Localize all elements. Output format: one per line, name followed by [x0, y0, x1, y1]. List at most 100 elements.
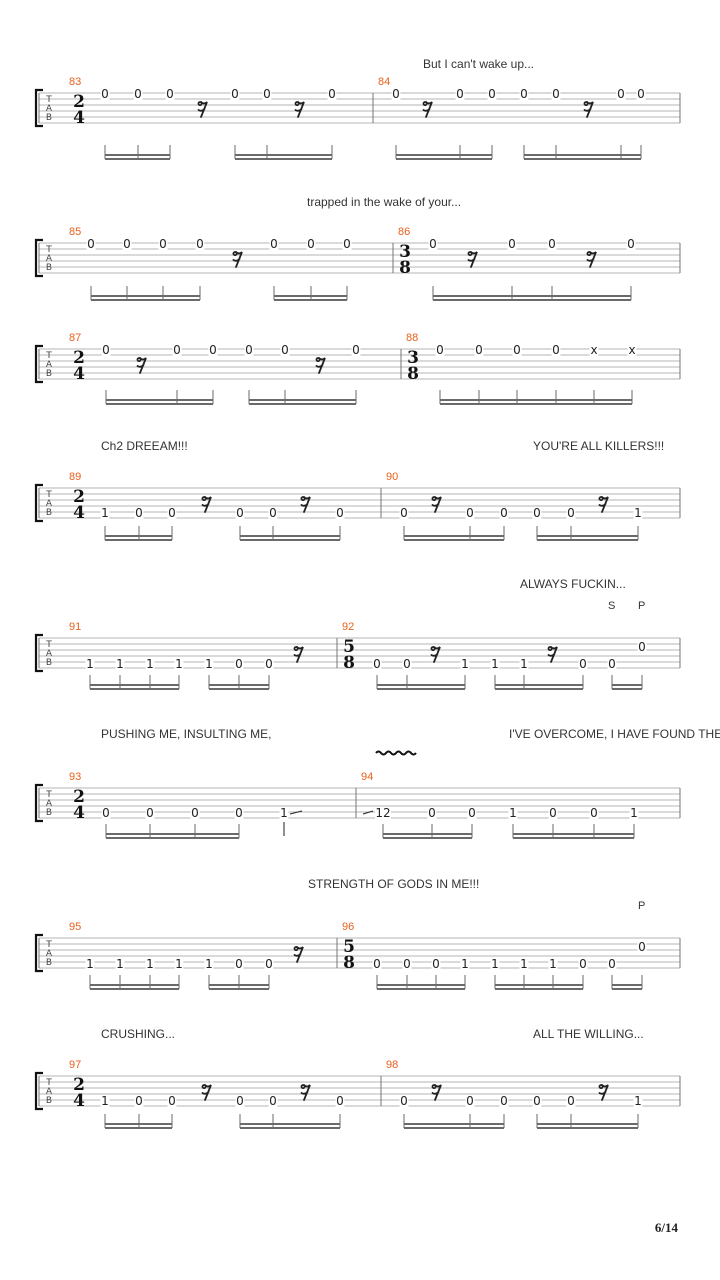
fret-number: 0	[533, 1094, 541, 1108]
tab-clef-letter: B	[46, 958, 52, 968]
measure-number: 96	[342, 921, 354, 933]
fret-number: 0	[168, 1094, 176, 1108]
tab-clef-letter: A	[46, 104, 53, 114]
fret-number: 0	[196, 237, 204, 251]
fret-number: 0	[102, 343, 110, 357]
tab-clef-letter: T	[45, 95, 52, 105]
fret-number: 1	[461, 657, 469, 671]
system-bracket	[34, 344, 43, 384]
fret-number: 0	[552, 87, 560, 101]
tab-clef-letter: B	[46, 508, 52, 518]
fret-number: 0	[173, 343, 181, 357]
fret-backdrop	[234, 660, 244, 670]
system-bracket	[34, 88, 43, 128]
fret-number: 0	[428, 806, 436, 820]
measure-number: 97	[69, 1059, 81, 1071]
lyric-text: Ch2 DREEAM!!!	[101, 439, 188, 453]
time-signature-top: 2	[73, 1075, 85, 1095]
measure-number: 89	[69, 471, 81, 483]
fret-number: 0	[638, 640, 646, 654]
fret-backdrop	[190, 809, 200, 819]
fret-number: 0	[235, 806, 243, 820]
fret-number: 1	[101, 1094, 109, 1108]
fret-number: 0	[549, 806, 557, 820]
sixteenth-rest	[300, 496, 311, 513]
fret-backdrop	[372, 660, 382, 670]
fret-backdrop	[335, 509, 345, 519]
fret-backdrop	[268, 509, 278, 519]
fret-backdrop	[100, 509, 110, 519]
measure-number: 83	[69, 76, 81, 88]
fret-number: 1	[86, 657, 94, 671]
fret-number: 1	[175, 957, 183, 971]
fret-number: 0	[270, 237, 278, 251]
fret-number: 0	[159, 237, 167, 251]
fret-number: 0	[336, 1094, 344, 1108]
fret-backdrop	[589, 346, 599, 356]
lyric-text: But I can't wake up...	[423, 57, 535, 71]
fret-backdrop	[234, 960, 244, 970]
sixteenth-rest	[201, 1084, 212, 1101]
time-signature-top: 2	[73, 787, 85, 807]
fret-backdrop	[636, 90, 646, 100]
fret-backdrop	[548, 809, 558, 819]
fret-number: 0	[500, 1094, 508, 1108]
fret-backdrop	[578, 660, 588, 670]
sixteenth-rest	[422, 101, 433, 118]
fret-number: 0	[400, 506, 408, 520]
time-signature-bottom: 8	[343, 653, 355, 673]
fret-backdrop	[589, 809, 599, 819]
fret-number: 1	[116, 957, 124, 971]
fret-backdrop	[607, 960, 617, 970]
system-bracket	[34, 783, 43, 823]
fret-backdrop	[626, 240, 636, 250]
fret-backdrop	[115, 960, 125, 970]
system-bracket	[34, 483, 43, 523]
measure-number: 86	[398, 226, 410, 238]
fret-number: 0	[638, 940, 646, 954]
fret-backdrop	[499, 509, 509, 519]
fret-backdrop	[629, 809, 639, 819]
fret-number: 0	[608, 957, 616, 971]
technique-mark: P	[638, 900, 646, 912]
fret-backdrop	[269, 240, 279, 250]
fret-number: 1	[630, 806, 638, 820]
tab-clef-letter: T	[45, 351, 52, 361]
fret-number: 0	[343, 237, 351, 251]
sixteenth-rest	[583, 101, 594, 118]
lyric-text: ALL THE WILLING...	[533, 1027, 644, 1041]
tab-clef-letter: B	[46, 658, 52, 668]
fret-backdrop	[115, 660, 125, 670]
measure-number: 91	[69, 621, 81, 633]
fret-number: 0	[403, 657, 411, 671]
tab-clef-letter: T	[45, 1078, 52, 1088]
fret-backdrop	[134, 509, 144, 519]
fret-number: 0	[520, 87, 528, 101]
fret-number: 1	[205, 657, 213, 671]
sixteenth-rest	[197, 101, 208, 118]
fret-number: 0	[579, 657, 587, 671]
measure-number: 85	[69, 226, 81, 238]
fret-number: 0	[373, 957, 381, 971]
fret-number: 0	[637, 87, 645, 101]
fret-backdrop	[616, 90, 626, 100]
fret-number: 0	[488, 87, 496, 101]
measure-number: 87	[69, 332, 81, 344]
slide-in	[362, 810, 374, 815]
fret-backdrop	[134, 1097, 144, 1107]
lyric-text: STRENGTH OF GODS IN ME!!!	[308, 877, 480, 891]
fret-number: 0	[328, 87, 336, 101]
fret-number: 0	[567, 1094, 575, 1108]
fret-number: 1	[101, 506, 109, 520]
fret-number: 0	[236, 506, 244, 520]
fret-backdrop	[551, 90, 561, 100]
fret-backdrop	[100, 90, 110, 100]
fret-backdrop	[167, 1097, 177, 1107]
slide-out	[289, 810, 303, 815]
fret-backdrop	[551, 346, 561, 356]
fret-backdrop	[262, 90, 272, 100]
system-bracket	[34, 1071, 43, 1111]
